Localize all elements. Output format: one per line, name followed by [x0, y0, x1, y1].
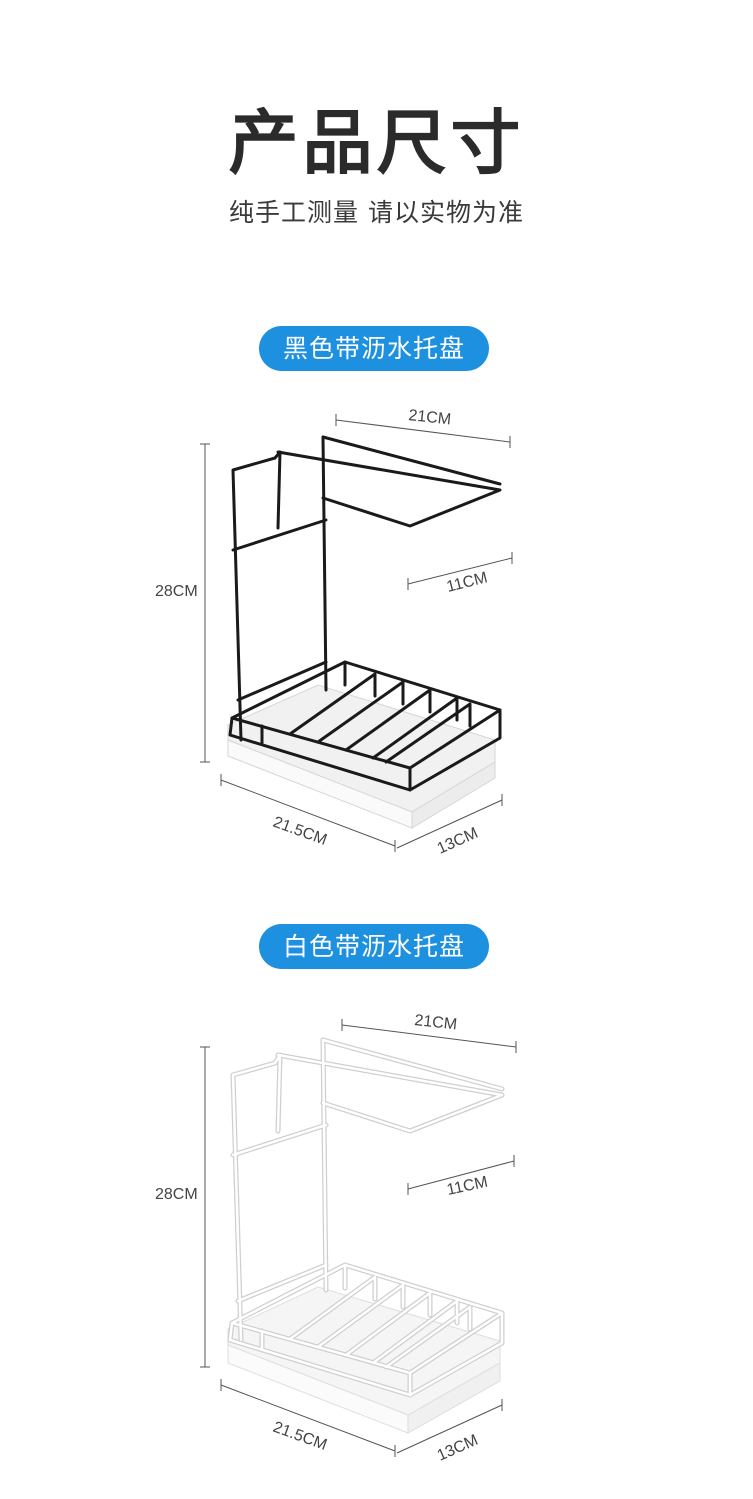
page-title: 产品尺寸	[228, 102, 525, 184]
dim-width-base: 21.5CM	[271, 1419, 329, 1454]
dim-width-top: 21CM	[408, 407, 452, 428]
dim-height: 28CM	[155, 583, 198, 600]
white-rack-frame	[228, 1038, 504, 1397]
black-rack-frame	[228, 435, 502, 792]
dim-height: 28CM	[155, 1186, 198, 1203]
dimension-lines	[200, 1019, 517, 1457]
drain-tray	[227, 684, 496, 829]
white-rack-diagram: 21CM 11CM 28CM 21.5CM 13CM	[155, 1012, 517, 1465]
dim-width-base: 21.5CM	[271, 814, 329, 849]
black-rack-diagram: 21CM 11CM 28CM 21.5CM 13CM	[155, 407, 513, 858]
dim-depth-base: 13CM	[435, 1432, 481, 1465]
dimension-lines	[200, 414, 513, 852]
product-label-white: 白色带沥水托盘	[259, 924, 489, 969]
dim-depth-base: 13CM	[435, 825, 481, 858]
product-label-black: 黑色带沥水托盘	[259, 326, 489, 371]
dim-width-top: 21CM	[414, 1012, 458, 1033]
page-subtitle: 纯手工测量 请以实物为准	[229, 198, 524, 227]
